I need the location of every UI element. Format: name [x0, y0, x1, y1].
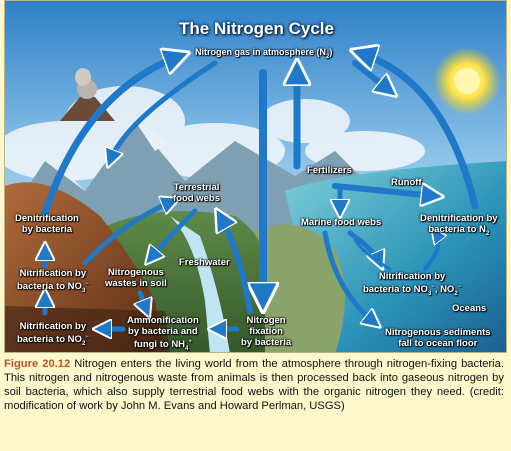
arrow-terrestrial-wastes	[150, 208, 198, 259]
label-nitrification-no3: Nitrification by bacteria to NO3−	[17, 268, 89, 295]
label-nitrification-no2: Nitrification by bacteria to NO2−	[17, 321, 89, 348]
label-freshwater: Freshwater	[179, 257, 230, 268]
arrow-atmosphere-right	[352, 60, 390, 91]
arrow-denitrification-ocean	[360, 53, 479, 210]
label-nitrogenous-wastes: Nitrogenous wastes in soil	[105, 267, 167, 289]
diagram-title: The Nitrogen Cycle	[179, 19, 334, 38]
label-atmosphere: Nitrogen gas in atmosphere (N2)	[195, 47, 333, 60]
arrow-ocean-to-denitrification	[423, 233, 438, 271]
diagram-illustration	[5, 1, 506, 352]
label-marine-food-webs: Marine food webs	[301, 217, 382, 228]
cycle-arrows	[41, 53, 479, 329]
caption-text: Nitrogen enters the living world from th…	[4, 358, 504, 412]
label-terrestrial-food-webs: Terrestrial food webs	[173, 182, 220, 204]
arrow-no3-terrestrial	[82, 201, 173, 266]
nitrogen-cycle-diagram: The Nitrogen Cycle Nitrogen gas in atmos…	[4, 0, 507, 353]
arrow-marine-sediments	[322, 230, 375, 323]
label-denitrification-ocean: Denitrification by bacteria to N2	[420, 213, 498, 237]
figure-number: Figure 20.12	[4, 358, 71, 370]
label-nitrogenous-sediments: Nitrogenous sediments fall to ocean floo…	[385, 327, 491, 349]
arrow-denitrification-land	[41, 56, 180, 217]
label-denitrification-land: Denitrification by bacteria	[15, 213, 79, 235]
arrow-wastes-ammonification	[140, 290, 147, 311]
label-oceans: Oceans	[452, 303, 487, 314]
arrow-runoff	[332, 186, 435, 196]
arrow-atmosphere-left	[110, 60, 218, 161]
label-nitrification-ocean: Nitrification by bacteria to NO3−, NO2−	[363, 271, 462, 298]
label-fertilizers: Fertilizers	[307, 165, 352, 176]
freshwater-stream	[170, 216, 230, 352]
label-ammonification: Ammonification by bacteria and fungi to …	[127, 315, 199, 353]
label-nitrogen-fixation: Nitrogen fixation by bacteria	[241, 315, 292, 348]
label-runoff: Runoff	[391, 177, 422, 188]
arrow-fixation-terrestrial	[220, 216, 253, 314]
figure-caption: Figure 20.12 Nitrogen enters the living …	[4, 357, 504, 413]
